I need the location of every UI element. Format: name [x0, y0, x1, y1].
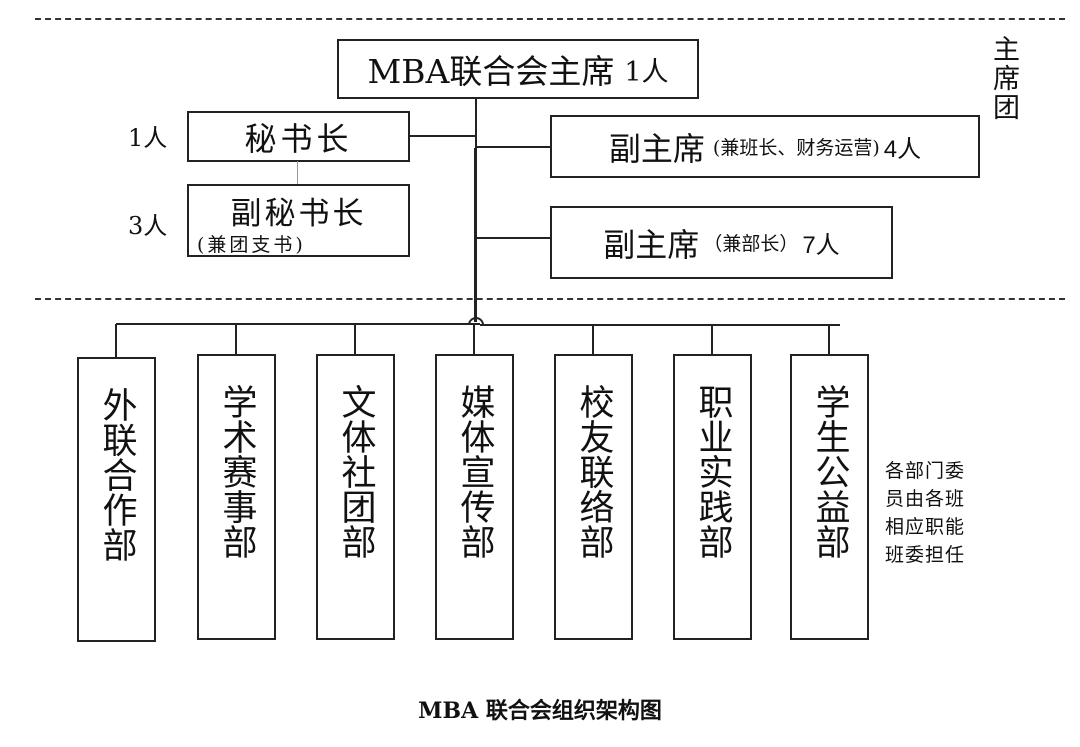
- vice-chair-dept-box: 副主席 （兼部长） 7人: [550, 206, 893, 279]
- vice-chair-dept-title: 副主席: [603, 225, 700, 264]
- secretary-general-title: 秘书长: [244, 119, 353, 158]
- department-name: 职业实践部: [692, 384, 733, 559]
- trunk-line: [475, 98, 477, 178]
- department-box: 学术赛事部: [197, 354, 276, 640]
- chairman-title: MBA联合会主席: [367, 52, 615, 91]
- secretary-general-count: 1人: [128, 124, 168, 152]
- department-bus-left: [116, 323, 480, 325]
- department-name: 学生公益部: [809, 384, 850, 559]
- department-connector: [473, 324, 475, 354]
- vice-chair-class-box: 副主席 (兼班长、财务运营) 4人: [550, 115, 980, 178]
- secretary-connector: [409, 135, 476, 137]
- department-name: 媒体宣传部: [454, 384, 495, 559]
- line-hop-icon: [468, 317, 484, 326]
- department-note-line: 员由各班: [885, 488, 966, 510]
- department-note-line: 班委担任: [885, 544, 966, 566]
- department-bus-right: [480, 324, 840, 326]
- diagram-title: MBA 联合会组织架构图: [418, 698, 662, 724]
- vice-chair-dept-count: 7人: [802, 232, 840, 259]
- vice-chair-dept-connector: [476, 237, 551, 239]
- vice-chair-class-title: 副主席: [608, 129, 705, 168]
- department-connector: [828, 324, 830, 354]
- deputy-secretary-count: 3人: [128, 212, 168, 240]
- department-connector: [592, 324, 594, 354]
- deputy-secretary-box: 副秘书长 (兼团支书): [187, 184, 410, 257]
- department-box: 媒体宣传部: [435, 354, 514, 640]
- department-note-line: 各部门委: [885, 460, 966, 482]
- department-name: 校友联络部: [573, 384, 614, 559]
- trunk-line-lower: [474, 148, 477, 322]
- department-note-line: 相应职能: [885, 516, 966, 538]
- department-connector: [115, 324, 117, 358]
- department-name: 学术赛事部: [216, 384, 257, 559]
- department-box: 职业实践部: [673, 354, 752, 640]
- vice-chair-class-connector: [476, 146, 551, 148]
- department-box: 文体社团部: [316, 354, 395, 640]
- chairman-count: 1人: [624, 56, 669, 88]
- vice-chair-class-note: (兼班长、财务运营): [712, 137, 880, 159]
- department-connector: [235, 324, 237, 354]
- presidium-bottom-divider: [35, 298, 1065, 300]
- department-box: 学生公益部: [790, 354, 869, 640]
- vice-chair-dept-note: （兼部长）: [703, 233, 799, 255]
- department-note: 各部门委 员由各班 相应职能 班委担任: [885, 457, 965, 569]
- department-name: 外联合作部: [96, 387, 137, 562]
- secretary-deputy-connector: [297, 161, 298, 184]
- department-name: 文体社团部: [335, 384, 376, 559]
- department-box: 外联合作部: [77, 357, 156, 642]
- chairman-box: MBA联合会主席 1人: [337, 39, 699, 99]
- presidium-top-divider: [35, 18, 1065, 20]
- deputy-secretary-title: 副秘书长: [230, 196, 367, 232]
- presidium-label: 主席团: [988, 35, 1019, 122]
- department-box: 校友联络部: [554, 354, 633, 640]
- department-connector: [354, 324, 356, 354]
- department-connector: [711, 324, 713, 354]
- deputy-secretary-note: (兼团支书): [197, 234, 306, 256]
- secretary-general-box: 秘书长: [187, 111, 410, 162]
- vice-chair-class-count: 4人: [883, 136, 922, 163]
